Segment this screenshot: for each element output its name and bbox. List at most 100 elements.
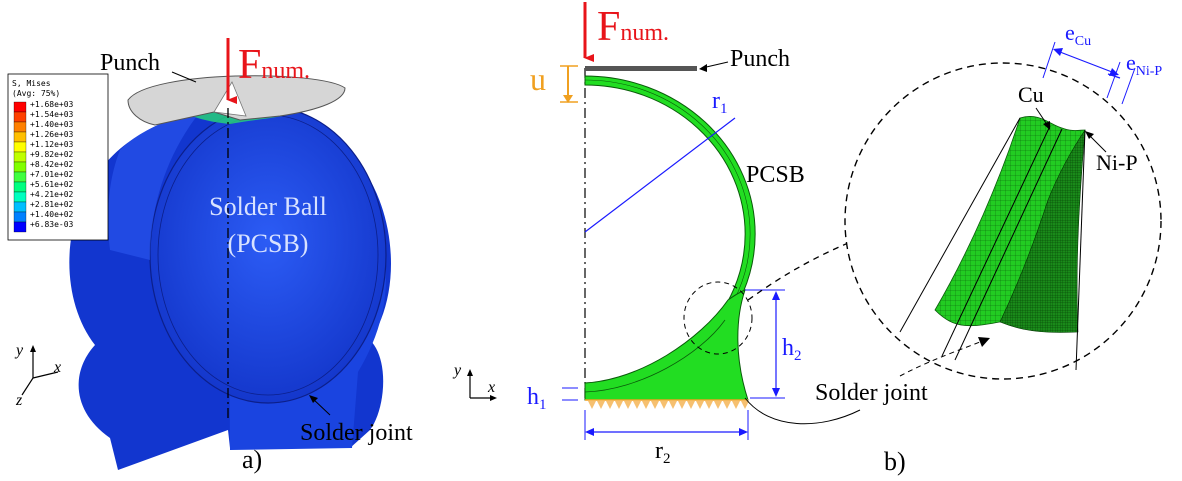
zoom-line-1 xyxy=(899,117,1021,333)
u-arrowhead xyxy=(563,95,573,103)
nip-label: Ni-P xyxy=(1096,150,1138,175)
legend-value: +1.54e+03 xyxy=(30,110,74,119)
punch-label-a: Punch xyxy=(100,50,160,76)
ball-label-a-1: Solder Ball xyxy=(209,192,327,221)
force-label-b: Fnum. xyxy=(597,4,669,50)
zoom-detail xyxy=(899,116,1086,371)
ecu-arrowhead-right xyxy=(1109,68,1119,76)
callout-arrow xyxy=(747,239,856,301)
detail-circle-small xyxy=(683,281,753,355)
support-triangle xyxy=(651,401,659,409)
r2-arrowhead-left xyxy=(585,428,594,436)
axis-triad-b: y x xyxy=(452,362,497,401)
legend-swatch xyxy=(13,141,27,153)
legend-value: +4.21e+02 xyxy=(30,190,74,199)
support-triangle xyxy=(660,401,668,409)
support-triangle xyxy=(687,401,695,409)
ball-label-a-2: (PCSB) xyxy=(228,229,309,258)
h1-label: h1 xyxy=(527,384,547,413)
ecu-arrowhead-left xyxy=(1053,48,1063,56)
support-triangle xyxy=(588,401,596,409)
axis-z-label-a: z xyxy=(15,392,23,409)
legend-swatch xyxy=(13,151,27,163)
axis-triad-a: y x z xyxy=(14,342,61,409)
u-label: u xyxy=(530,61,546,97)
legend-swatch xyxy=(13,201,27,213)
legend-title-2: (Avg: 75%) xyxy=(12,89,60,98)
joint-leader-b xyxy=(744,397,861,425)
shell-bottom-edge xyxy=(584,319,726,393)
h2-arrowhead-top xyxy=(772,291,780,300)
axis-y-label-a: y xyxy=(14,342,24,359)
support-triangle xyxy=(642,401,650,409)
legend-value: +8.42e+02 xyxy=(30,160,74,169)
panel-label-b: b) xyxy=(884,447,906,476)
zoom-line-2 xyxy=(941,125,1051,357)
nip-arrowhead xyxy=(1085,131,1094,139)
support-triangle xyxy=(615,401,623,409)
legend-swatch xyxy=(13,171,27,183)
axis-x-label-a: x xyxy=(53,359,61,376)
support-triangle xyxy=(714,401,722,409)
h2-label: h2 xyxy=(782,335,802,364)
legend-title-1: S, Mises xyxy=(12,79,51,88)
enip-label: eNi-P xyxy=(1126,50,1162,79)
legend-swatch xyxy=(13,161,27,173)
cu-label: Cu xyxy=(1018,82,1044,107)
fixed-support xyxy=(588,401,749,409)
support-triangle xyxy=(696,401,704,409)
support-triangle xyxy=(741,401,749,409)
force-label-a: Fnum. xyxy=(238,42,310,88)
legend-swatch xyxy=(13,111,27,123)
legend-swatch xyxy=(13,181,27,193)
joint-label-b: Solder joint xyxy=(815,380,928,406)
support-triangle xyxy=(624,401,632,409)
panel-label-a: a) xyxy=(242,445,262,474)
support-triangle xyxy=(732,401,740,409)
support-triangle xyxy=(723,401,731,409)
legend-swatch xyxy=(13,121,27,133)
legend-value: +2.81e+02 xyxy=(30,200,74,209)
r1-label: r1 xyxy=(712,88,728,117)
legend-swatch xyxy=(13,131,27,143)
enip-dim-line xyxy=(1107,73,1121,79)
legend-value: +7.01e+02 xyxy=(30,170,74,179)
legend-value: +1.40e+02 xyxy=(30,210,74,219)
support-triangle xyxy=(669,401,677,409)
joint-zoom-arrowhead xyxy=(978,337,990,347)
legend-value: +1.68e+03 xyxy=(30,100,74,109)
panel-b: Punch Fnum. u r1 PCSB h1 h2 r2 xyxy=(452,2,1162,476)
panel-a: Fnum. Punch Solder Ball (PCSB) Solder jo… xyxy=(7,38,413,474)
joint-label-a: Solder joint xyxy=(300,420,413,446)
r2-arrowhead-right xyxy=(739,428,748,436)
punch-leader-a xyxy=(171,71,197,83)
solder-joint-fillet xyxy=(584,289,749,401)
joint-leader-zoom xyxy=(899,339,986,377)
r2-label: r2 xyxy=(655,438,671,467)
stress-legend: S, Mises (Avg: 75%) +1.68e+03+1.54e+03 +1… xyxy=(7,73,109,241)
legend-swatch xyxy=(13,101,27,113)
legend-value: +1.26e+03 xyxy=(30,130,74,139)
h2-arrowhead-bottom xyxy=(772,388,780,397)
ecu-dim-line xyxy=(1059,51,1113,73)
pcsb-label: PCSB xyxy=(746,162,805,188)
enip-ext xyxy=(1121,67,1136,105)
legend-swatch xyxy=(13,211,27,223)
support-triangle xyxy=(606,401,614,409)
ecu-right-ext xyxy=(1106,61,1121,99)
cu-arrowhead xyxy=(1043,121,1050,130)
ecu-label: eCu xyxy=(1065,20,1091,49)
support-triangle xyxy=(678,401,686,409)
zoom-line-4 xyxy=(1075,129,1086,371)
support-triangle xyxy=(705,401,713,409)
ecu-left-ext xyxy=(1042,41,1056,79)
axis-x-label-b: x xyxy=(487,379,495,396)
joint-arrowhead-a xyxy=(309,395,318,403)
zoom-line-3 xyxy=(954,128,1063,361)
legend-value: +1.12e+03 xyxy=(30,140,74,149)
legend-swatch xyxy=(13,221,27,233)
support-triangle xyxy=(597,401,605,409)
punch-label-b: Punch xyxy=(730,46,790,72)
